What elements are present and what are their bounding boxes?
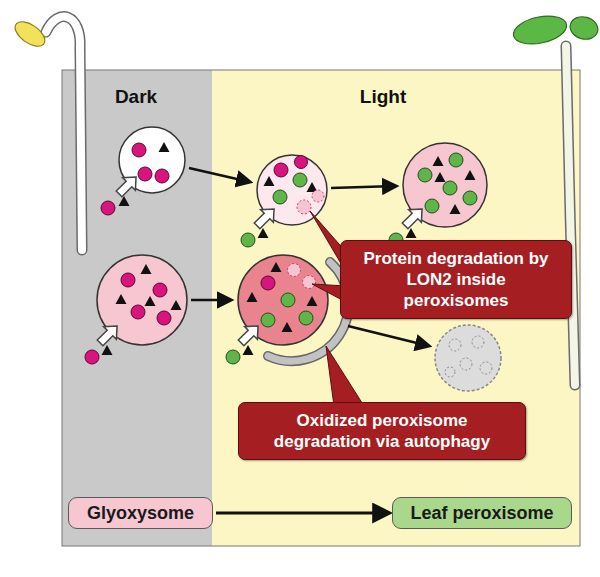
light-region — [212, 70, 580, 546]
region-label: Dark — [115, 86, 157, 108]
oxidized-peroxisome — [226, 255, 349, 364]
legend-pill: Glyoxysome — [68, 497, 213, 529]
leaf-peroxisome-top — [389, 143, 487, 247]
degraded-peroxisome — [435, 325, 501, 391]
legend-text: Glyoxysome — [87, 503, 194, 524]
callout-text: Oxidized peroxisome degradation via auto… — [253, 410, 511, 452]
legend-text: Leaf peroxisome — [410, 503, 553, 524]
transition-arrow — [216, 512, 389, 515]
glyoxysome-large — [85, 255, 187, 364]
region-label: Light — [360, 86, 406, 108]
etiolated-seedling — [11, 17, 82, 250]
green-seedling — [511, 12, 600, 385]
glyoxysome-small — [101, 127, 185, 215]
callout-box: Oxidized peroxisome degradation via auto… — [238, 402, 526, 460]
callout-box: Protein degradation by LON2 inside perox… — [340, 240, 572, 319]
callout-text: Protein degradation by LON2 inside perox… — [355, 248, 557, 311]
legend-pill: Leaf peroxisome — [392, 497, 572, 529]
transitioning-peroxisome — [241, 155, 327, 247]
panel-border — [62, 70, 580, 546]
